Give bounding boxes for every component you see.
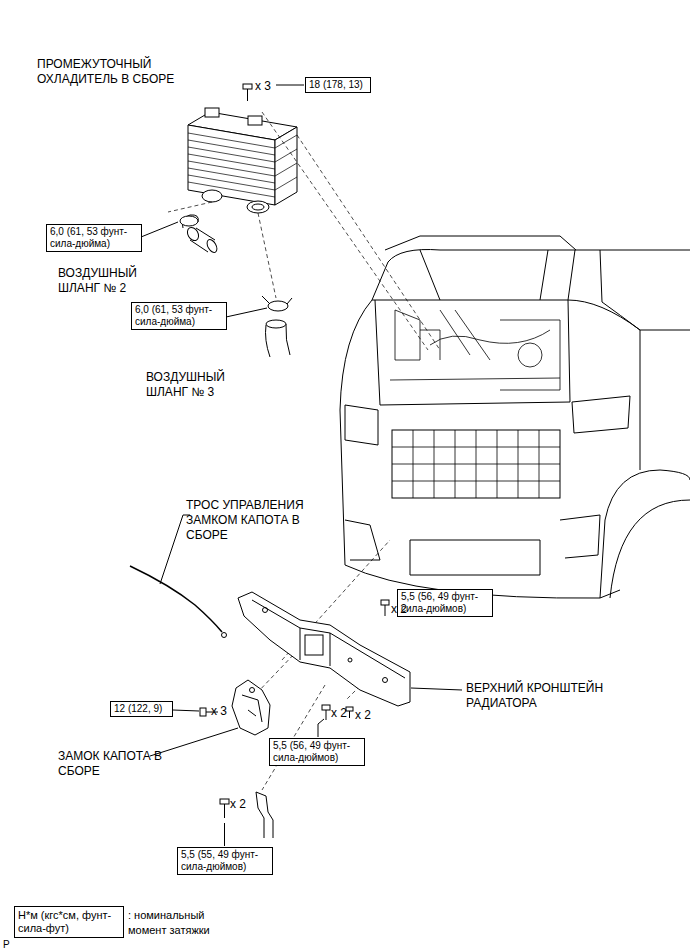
- vehicle-front: [340, 236, 690, 598]
- torque-value: Н*м (кгс*см, фунт-сила-фут): [18, 909, 120, 935]
- bolt-symbol: [318, 705, 353, 737]
- torque-box: 6,0 (61, 53 фунт-сила-дюйма): [46, 224, 142, 252]
- alignment-line: [168, 112, 440, 790]
- air-hose-2: [141, 215, 219, 254]
- quantity-mark: x 2: [355, 708, 371, 723]
- torque-box: 6,0 (61, 53 фунт-сила-дюйма): [131, 302, 227, 330]
- quantity-mark: x 2: [331, 706, 347, 721]
- torque-box: 5,5 (56, 49 фунт-сила-дюймов): [269, 738, 365, 766]
- torque-box: 5,5 (56, 49 фунт-сила-дюймов): [397, 589, 493, 617]
- bolt-symbol: [381, 600, 389, 616]
- quantity-mark: x 3: [255, 79, 271, 94]
- page-mark: P: [3, 937, 10, 951]
- torque-value: 6,0 (61, 53 фунт-сила-дюйма): [135, 304, 223, 328]
- part-label: ПРОМЕЖУТОЧНЫЙ ОХЛАДИТЕЛЬ В СБОРЕ: [37, 57, 207, 87]
- torque-value: 5,5 (56, 49 фунт-сила-дюймов): [401, 591, 489, 615]
- part-label: ВОЗДУШНЫЙ ШЛАНГ № 3: [146, 370, 241, 400]
- torque-box: 18 (178, 13): [305, 77, 371, 93]
- torque-box: 12 (122, 9): [110, 701, 173, 717]
- torque-value: 6,0 (61, 53 фунт-сила-дюйма): [50, 226, 138, 250]
- lower-bracket: [220, 792, 273, 846]
- air-hose-3: [226, 296, 292, 357]
- torque-value: 18 (178, 13): [309, 79, 367, 91]
- quantity-mark: x 3: [211, 704, 227, 719]
- bolt-symbol: [243, 84, 304, 101]
- intercooler-drawing: [188, 108, 297, 213]
- torque-value: 5,5 (56, 49 фунт-сила-дюймов): [273, 740, 361, 764]
- legend-sample-box: Н*м (кгс*см, фунт-сила-фут): [14, 906, 124, 938]
- part-label: ВЕРХНИЙ КРОНШТЕЙН РАДИАТОРА: [466, 681, 646, 711]
- quantity-mark: x 2: [230, 797, 246, 812]
- torque-value: 12 (122, 9): [114, 703, 169, 715]
- torque-box: 5,5 (55, 49 фунт-сила-дюймов): [177, 847, 273, 875]
- part-label: ТРОС УПРАВЛЕНИЯ ЗАМКОМ КАПОТА В СБОРЕ: [186, 498, 336, 543]
- part-label: ЗАМОК КАПОТА В СБОРЕ: [58, 749, 188, 779]
- quantity-mark: x 2: [391, 602, 407, 617]
- hood-lock: [150, 680, 270, 756]
- part-label: ВОЗДУШНЫЙ ШЛАНГ № 2: [58, 266, 153, 296]
- torque-value: 5,5 (55, 49 фунт-сила-дюймов): [181, 849, 269, 873]
- part-label: : номинальный момент затяжки: [128, 908, 238, 938]
